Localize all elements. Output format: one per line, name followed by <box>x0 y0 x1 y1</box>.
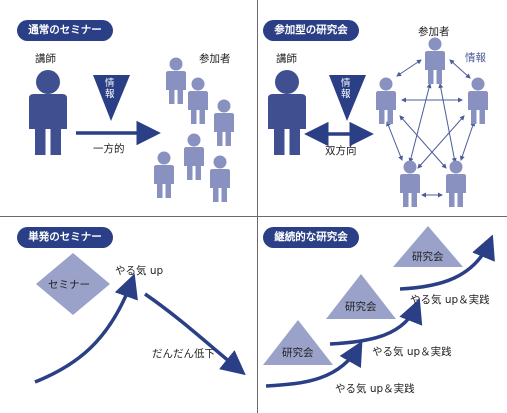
gradual-decline-label: だんだん低下 <box>152 348 215 360</box>
info-triangle-right <box>329 75 366 121</box>
participants-label-left: 参加者 <box>199 53 231 65</box>
participant-figure <box>214 99 234 146</box>
participant-figure <box>425 37 445 84</box>
title-badge-one-time-seminar: 単発のセミナー <box>17 227 113 248</box>
participant-figure <box>400 160 420 207</box>
info-label-left: 情 報 <box>105 78 115 100</box>
participant-figure <box>468 77 488 124</box>
study-group-triangle-3 <box>393 226 463 267</box>
study-group-triangle-1 <box>263 320 333 365</box>
motivation-practice-label-2: やる気 up＆実践 <box>372 346 452 358</box>
network-links <box>386 59 476 198</box>
study-group-label-2: 研究会 <box>345 301 377 313</box>
study-group-triangle-2 <box>326 274 396 319</box>
lecturer-label-right: 講師 <box>276 53 297 65</box>
participant-figure <box>166 57 186 104</box>
participants-label-right: 参加者 <box>418 26 450 38</box>
title-badge-continuous-study: 継続的な研究会 <box>263 227 359 248</box>
participant-figure <box>376 77 396 124</box>
participant-figure <box>154 151 174 198</box>
participant-group-left <box>154 57 234 202</box>
info-triangle-left <box>93 75 130 121</box>
horizontal-divider <box>0 216 507 217</box>
lecturer-figure-right <box>268 70 306 155</box>
continuous-growth-curve-3 <box>399 234 495 291</box>
motivation-fall-curve <box>144 292 246 376</box>
study-group-label-3: 研究会 <box>412 251 444 263</box>
seminar-diamond-label: セミナー <box>48 279 90 291</box>
participant-figure <box>188 77 208 124</box>
seminar-diamond <box>36 253 110 315</box>
vertical-divider <box>257 0 258 413</box>
participant-figure <box>446 160 466 207</box>
info-label-side: 情報 <box>465 52 486 64</box>
continuous-growth-curve-2 <box>329 298 423 346</box>
info-label-right: 情 報 <box>341 78 351 100</box>
continuous-growth-curve-1 <box>265 340 363 388</box>
lecturer-figure-left <box>29 70 67 155</box>
two-way-label: 双方向 <box>325 145 357 157</box>
title-badge-participatory-study: 参加型の研究会 <box>263 20 359 41</box>
participant-figure <box>210 155 230 202</box>
motivation-practice-label-1: やる気 up＆実践 <box>335 383 415 395</box>
motivation-rise-curve <box>34 273 138 384</box>
participant-figure <box>184 133 204 180</box>
motivation-up-label: やる気 up <box>115 265 164 277</box>
study-group-label-1: 研究会 <box>282 347 314 359</box>
lecturer-label-left: 講師 <box>35 53 56 65</box>
motivation-practice-label-3: やる気 up＆実践 <box>410 294 490 306</box>
one-way-label: 一方的 <box>93 143 125 155</box>
title-badge-regular-seminar: 通常のセミナー <box>17 20 113 41</box>
